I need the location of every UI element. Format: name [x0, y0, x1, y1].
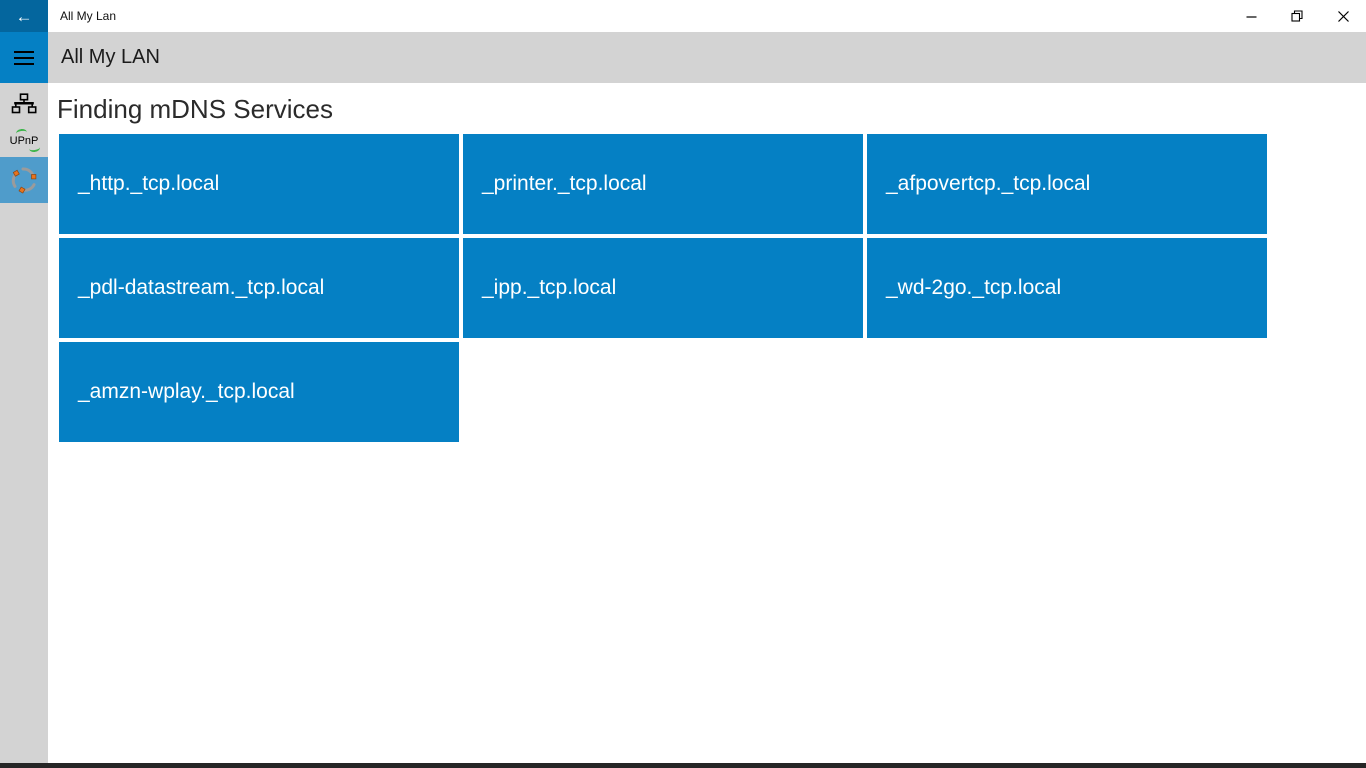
restore-button[interactable]	[1274, 0, 1320, 32]
hamburger-icon	[14, 50, 34, 53]
sidebar-item-upnp[interactable]: UPnP	[0, 125, 48, 157]
mdns-service-label: _ipp._tcp.local	[482, 276, 617, 299]
minimize-icon	[1246, 15, 1256, 18]
mdns-service-tile[interactable]: _pdl-datastream._tcp.local	[59, 238, 459, 338]
sidebar-item-mdns[interactable]	[0, 157, 48, 203]
back-button[interactable]: ←	[0, 0, 48, 32]
sidebar-item-lan-devices[interactable]	[0, 83, 48, 125]
mdns-service-label: _pdl-datastream._tcp.local	[78, 276, 325, 299]
hamburger-menu-button[interactable]	[0, 32, 48, 83]
mdns-service-tile[interactable]: _http._tcp.local	[59, 134, 459, 234]
page-title: Finding mDNS Services	[57, 94, 333, 124]
mdns-service-grid: _http._tcp.local _printer._tcp.local _af…	[59, 134, 1267, 442]
window-titlebar: ← All My Lan	[0, 0, 1366, 32]
minimize-button[interactable]	[1228, 0, 1274, 32]
app-title: All My LAN	[61, 46, 160, 68]
mdns-service-tile[interactable]: _amzn-wplay._tcp.local	[59, 342, 459, 442]
mdns-service-tile[interactable]: _wd-2go._tcp.local	[867, 238, 1267, 338]
close-button[interactable]	[1320, 0, 1366, 32]
sidebar-item-upnp-label: UPnP	[9, 135, 39, 147]
upnp-logo: UPnP	[9, 128, 41, 153]
mdns-service-tile[interactable]: _afpovertcp._tcp.local	[867, 134, 1267, 234]
restore-icon	[1291, 10, 1303, 22]
mdns-service-label: _amzn-wplay._tcp.local	[78, 380, 295, 403]
taskbar-edge	[0, 763, 1366, 768]
mdns-service-label: _afpovertcp._tcp.local	[886, 172, 1091, 195]
app-header: All My LAN	[48, 32, 1366, 83]
back-arrow-icon: ←	[15, 6, 33, 26]
network-topology-icon	[11, 93, 37, 114]
mdns-service-label: _printer._tcp.local	[482, 172, 647, 195]
window-controls	[1228, 0, 1366, 32]
sidebar: UPnP	[0, 83, 48, 763]
mdns-service-label: _wd-2go._tcp.local	[886, 276, 1062, 299]
mdns-service-label: _http._tcp.local	[78, 172, 220, 195]
mdns-swirl-icon	[11, 167, 37, 194]
mdns-service-tile[interactable]: _ipp._tcp.local	[463, 238, 863, 338]
close-icon	[1337, 10, 1349, 22]
mdns-service-tile[interactable]: _printer._tcp.local	[463, 134, 863, 234]
window-title: All My Lan	[60, 9, 117, 23]
